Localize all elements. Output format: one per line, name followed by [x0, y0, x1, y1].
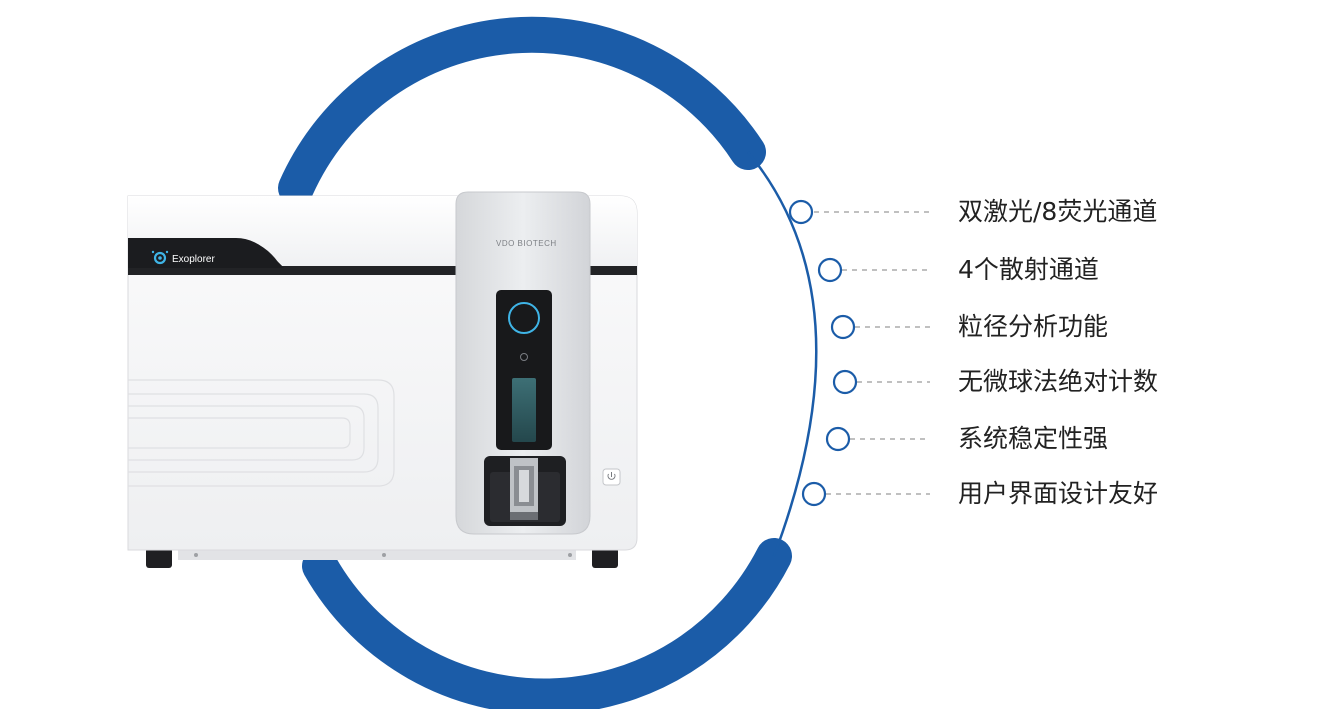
maker-label: VDO BIOTECH — [496, 239, 557, 248]
instrument-illustration: Exoplorer VDO BIOTECH — [127, 191, 638, 568]
feature-label-user-interface: 用户界面设计友好 — [958, 479, 1159, 508]
feature-marker-6 — [801, 481, 827, 507]
feature-label-size-analysis: 粒径分析功能 — [958, 312, 1109, 341]
feature-marker-4 — [832, 369, 858, 395]
feature-label-absolute-count: 无微球法绝对计数 — [958, 367, 1159, 396]
feature-marker-1 — [788, 199, 814, 225]
feature-label-laser-channels: 双激光/8荧光通道 — [958, 197, 1158, 226]
thin-arc — [747, 151, 818, 557]
blue-arc — [278, 16, 766, 206]
feature-marker-2 — [817, 257, 843, 283]
feature-label-scatter-channels: 4个散射通道 — [958, 255, 1099, 284]
blue-arc-bottom — [302, 538, 792, 713]
feature-marker-5 — [825, 426, 851, 452]
brand-label: Exoplorer — [172, 254, 215, 265]
feature-marker-3 — [830, 314, 856, 340]
feature-label-stability: 系统稳定性强 — [958, 424, 1109, 453]
